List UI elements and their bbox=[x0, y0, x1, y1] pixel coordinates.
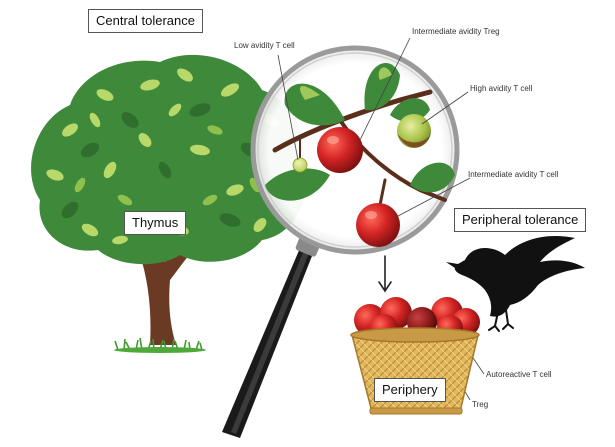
intermediate-avidity-t-cell-annotation: Intermediate avidity T cell bbox=[468, 170, 558, 180]
autoreactive-t-cell-annotation: Autoreactive T cell bbox=[486, 370, 552, 380]
treg-annotation: Treg bbox=[472, 400, 488, 410]
low-avidity-t-cell-annotation: Low avidity T cell bbox=[234, 41, 295, 51]
high-avidity-t-cell-annotation: High avidity T cell bbox=[470, 84, 532, 94]
grass-base bbox=[114, 347, 206, 353]
periphery-label: Periphery bbox=[374, 378, 446, 402]
intermediate-avidity-treg-annotation: Intermediate avidity Treg bbox=[412, 27, 500, 37]
down-arrow-icon bbox=[379, 256, 391, 291]
peripheral-tolerance-label: Peripheral tolerance bbox=[454, 208, 586, 232]
intermediate-avidity-t-cell-apple bbox=[356, 203, 400, 247]
thymus-label: Thymus bbox=[124, 211, 186, 235]
intermediate-avidity-treg-apple bbox=[317, 127, 363, 173]
central-tolerance-label: Central tolerance bbox=[88, 9, 203, 33]
low-avidity-t-cell-fruit bbox=[293, 158, 307, 172]
